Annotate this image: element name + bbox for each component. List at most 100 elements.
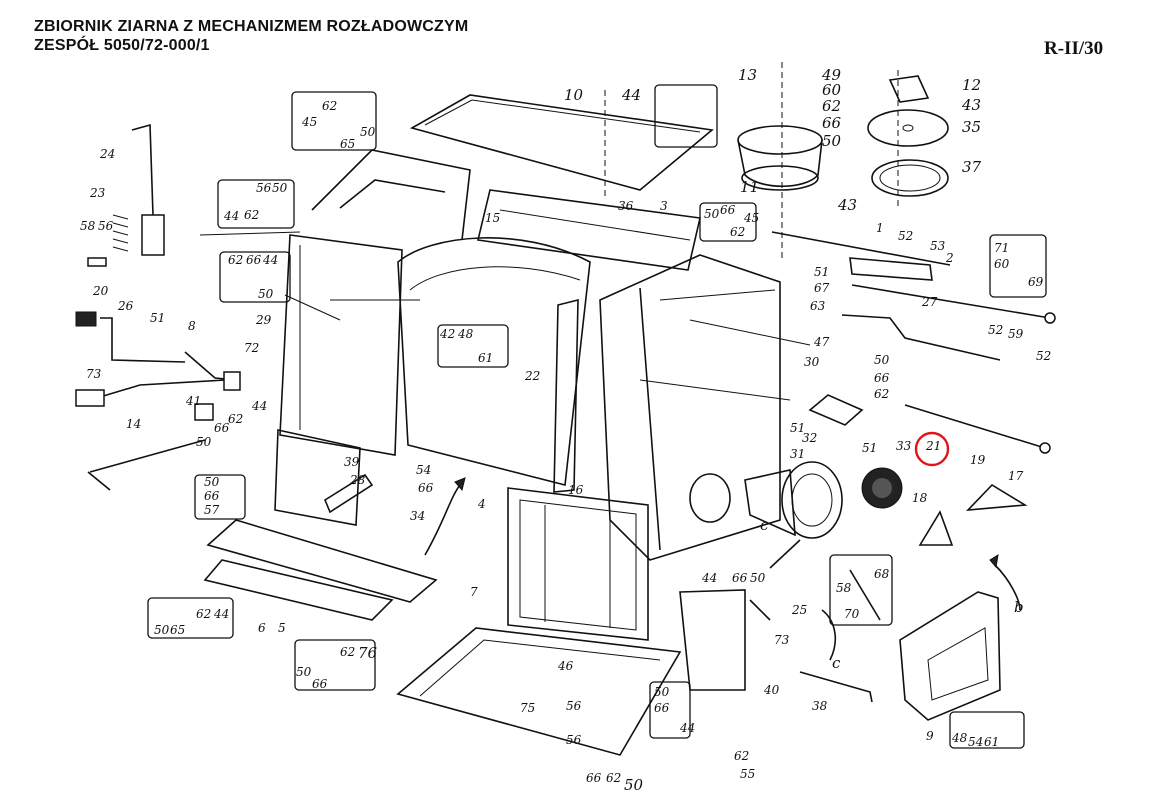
callout-label: 53 — [930, 239, 946, 253]
callout-label: 10 — [564, 86, 584, 104]
leader-lines — [199, 62, 899, 401]
callout-label: c — [832, 654, 841, 672]
callout-label: 37 — [962, 158, 982, 176]
callout-label: 32 — [802, 431, 817, 445]
callout-label: 6 — [258, 621, 266, 635]
callout-label: 44 — [223, 209, 239, 223]
callout-label: 63 — [810, 299, 826, 313]
callout-label: 62 — [822, 97, 841, 115]
callout-label: 56 — [98, 219, 114, 233]
callout-label: 72 — [244, 341, 259, 355]
callout-label: 50 — [272, 181, 288, 195]
callout-label: 50 — [750, 571, 766, 585]
callout-label: 66 — [732, 571, 748, 585]
callout-label: 66 — [312, 677, 328, 691]
callout-label: 2 — [945, 251, 954, 265]
callout-label: 50 — [654, 685, 670, 699]
callout-label: 50 — [704, 207, 720, 221]
callout-label: 14 — [126, 417, 141, 431]
callout-label: 51 — [814, 265, 829, 279]
callout-label: 69 — [1028, 275, 1044, 289]
callout-label: 24 — [99, 147, 115, 161]
sheet-id: R-II/30 — [1044, 38, 1104, 59]
callout-label: 66 — [874, 371, 890, 385]
callout-label: 44 — [251, 399, 267, 413]
callout-label: 8 — [188, 319, 196, 333]
callout-label: 62 — [730, 225, 745, 239]
callout-label: 27 — [921, 295, 938, 309]
callout-label: 50 — [360, 125, 376, 139]
callout-label: 50 — [296, 665, 312, 679]
callout-label: 9 — [926, 729, 934, 743]
callout-label: 30 — [804, 355, 820, 369]
callout-label: 15 — [485, 211, 500, 225]
callout-label: 11 — [740, 178, 759, 196]
callout-label: 60 — [822, 81, 842, 99]
callout-label: 66 — [214, 421, 230, 435]
callout-label: 22 — [524, 369, 540, 383]
callout-label: 75 — [520, 701, 535, 715]
callout-label: 67 — [814, 281, 830, 295]
callout-label: 25 — [791, 603, 807, 617]
callout-label: 52 — [898, 229, 913, 243]
callout-label: c — [760, 516, 769, 534]
callout-label: 62 — [734, 749, 749, 763]
callout-label: 50 — [624, 776, 644, 794]
callout-label: 44 — [213, 607, 229, 621]
hardware-detail-boxes — [147, 84, 1047, 749]
callout-label: 62 — [874, 387, 889, 401]
callout-label: 46 — [557, 659, 574, 673]
callout-label: 50 — [822, 132, 842, 150]
callout-label: 1 — [876, 221, 884, 235]
callout-label: 44 — [262, 253, 278, 267]
callout-label: 51 — [790, 421, 805, 435]
callout-label: 48 — [951, 731, 968, 745]
callout-label: 18 — [912, 491, 928, 505]
callout-label: 66 — [418, 481, 434, 495]
callout-label: 65 — [170, 623, 185, 637]
callout-label: 66 — [822, 114, 842, 132]
callout-label: 52 — [988, 323, 1003, 337]
highlight-marker — [914, 431, 950, 467]
hopper-body — [279, 94, 903, 756]
callout-label: 61 — [478, 351, 493, 365]
callout-label: 58 — [836, 581, 852, 595]
callout-label: 44 — [679, 721, 695, 735]
callout-label: 66 — [246, 253, 262, 267]
callout-label: 35 — [962, 118, 981, 136]
top-right-assembly — [737, 75, 949, 197]
callout-label: 62 — [606, 771, 621, 785]
callout-label: 62 — [244, 208, 259, 222]
callout-label: 65 — [340, 137, 355, 151]
callout-label: 43 — [837, 196, 857, 214]
callout-label: 66 — [720, 203, 736, 217]
callout-label: 7 — [470, 585, 478, 599]
callout-label: 17 — [1008, 469, 1024, 483]
callout-label: 62 — [196, 607, 211, 621]
callout-label: 33 — [896, 439, 912, 453]
callout-label: 23 — [89, 186, 106, 200]
right-loose-parts — [679, 231, 1056, 721]
callout-label: 56 — [566, 699, 582, 713]
callout-label: 13 — [738, 66, 757, 84]
callout-label: 20 — [92, 284, 109, 298]
callout-label: 47 — [813, 335, 830, 349]
callout-labels: 10 44 13 49 60 62 66 50 1 2 43 35 37 11 4… — [80, 66, 1051, 794]
callout-label: 45 — [743, 211, 759, 225]
callout-label: 50 — [154, 623, 170, 637]
assembly-number: ZESPÓŁ 5050/72-000/1 — [34, 37, 210, 54]
callout-label: 59 — [1008, 327, 1024, 341]
diagram-title: ZBIORNIK ZIARNA Z MECHANIZMEM ROZŁADOWCZ… — [34, 18, 469, 35]
callout-label: b — [1014, 598, 1024, 616]
callout-label: 49 — [821, 66, 842, 84]
callout-label: 62 — [340, 645, 355, 659]
callout-label: 62 — [228, 253, 243, 267]
callout-label: 21 — [925, 439, 941, 453]
callout-label: 42 — [439, 327, 455, 341]
callout-label: 58 — [80, 219, 96, 233]
callout-label: 52 — [1036, 349, 1051, 363]
callout-label: 50 — [874, 353, 890, 367]
callout-label: 56 — [566, 733, 582, 747]
callout-label: 70 — [844, 607, 860, 621]
callout-label: 61 — [984, 735, 999, 749]
